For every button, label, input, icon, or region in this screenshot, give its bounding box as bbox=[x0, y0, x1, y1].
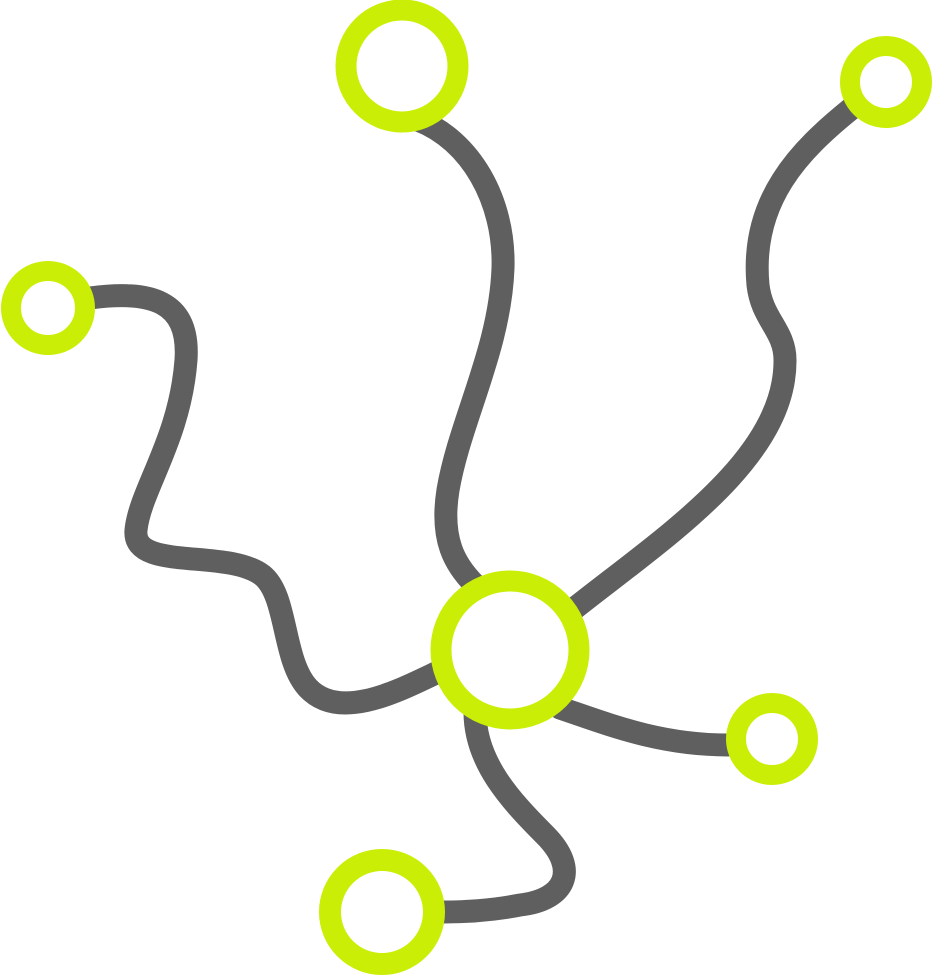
branches bbox=[78, 96, 864, 924]
hub-node bbox=[430, 570, 590, 730]
top-node bbox=[335, 0, 469, 133]
top-right-node bbox=[840, 36, 932, 128]
branch-to-top-node bbox=[406, 108, 515, 597]
branch-to-top-right-node bbox=[558, 96, 864, 624]
right-node bbox=[726, 693, 818, 785]
branch-to-left-node bbox=[78, 284, 450, 715]
branch-to-right-node bbox=[548, 696, 740, 757]
bottom-node bbox=[319, 849, 445, 975]
branch-to-bottom-node bbox=[431, 700, 576, 924]
left-node bbox=[1, 261, 95, 355]
